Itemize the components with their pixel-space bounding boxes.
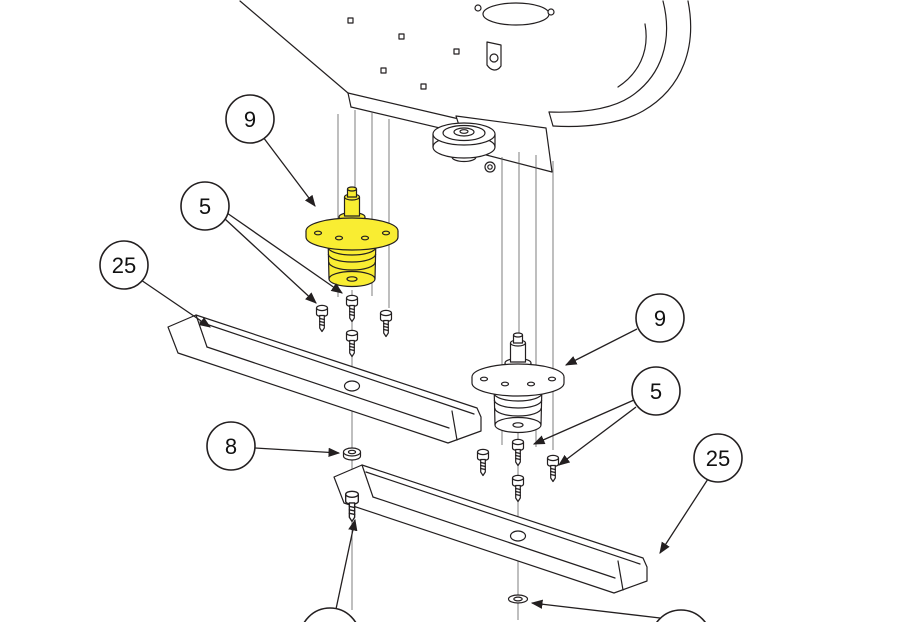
deck-bolt-right [547, 8, 555, 16]
blade-left [167, 314, 482, 444]
callout-5-left: 5 [180, 181, 230, 231]
deck-opening [482, 2, 550, 26]
callout-25-left: 25 [99, 240, 149, 290]
spindle-bolts-left [315, 294, 393, 358]
bolt [546, 454, 560, 483]
callout-leaders [140, 136, 709, 619]
callout-9-left: 9 [225, 94, 275, 144]
callout-25-right: 25 [693, 433, 743, 483]
bolt [511, 438, 525, 467]
bolt [379, 309, 393, 338]
deck-bolt-left [474, 4, 482, 12]
callout-label: 5 [199, 194, 211, 219]
spindle-assembly-right [471, 332, 565, 434]
callout-8: 8 [206, 421, 256, 471]
pulley-bolt [484, 161, 496, 173]
deck-bracket-tab [486, 41, 502, 71]
spindle-assembly-left-highlighted [305, 186, 399, 288]
callout-bubble-clipped-left [303, 607, 357, 622]
callout-bubble-clipped-right [656, 609, 706, 622]
bolt [345, 329, 359, 358]
bolt [345, 294, 359, 323]
callout-label: 25 [706, 446, 730, 471]
mower-deck-housing [239, 0, 692, 173]
bolt [315, 304, 329, 333]
washer [507, 594, 529, 604]
callout-9-right: 9 [635, 293, 685, 343]
callouts: 9 5 25 8 9 5 25 [99, 94, 743, 622]
callout-5-right: 5 [631, 366, 681, 416]
bolt [511, 474, 525, 503]
bolt [476, 448, 490, 477]
callout-label: 9 [244, 107, 256, 132]
blade-nut [342, 447, 362, 461]
callout-label: 25 [112, 253, 136, 278]
callout-label: 5 [650, 379, 662, 404]
spindle-pulley [432, 122, 496, 173]
blade-right [333, 464, 648, 594]
callout-label: 9 [654, 306, 666, 331]
callout-label: 8 [225, 434, 237, 459]
